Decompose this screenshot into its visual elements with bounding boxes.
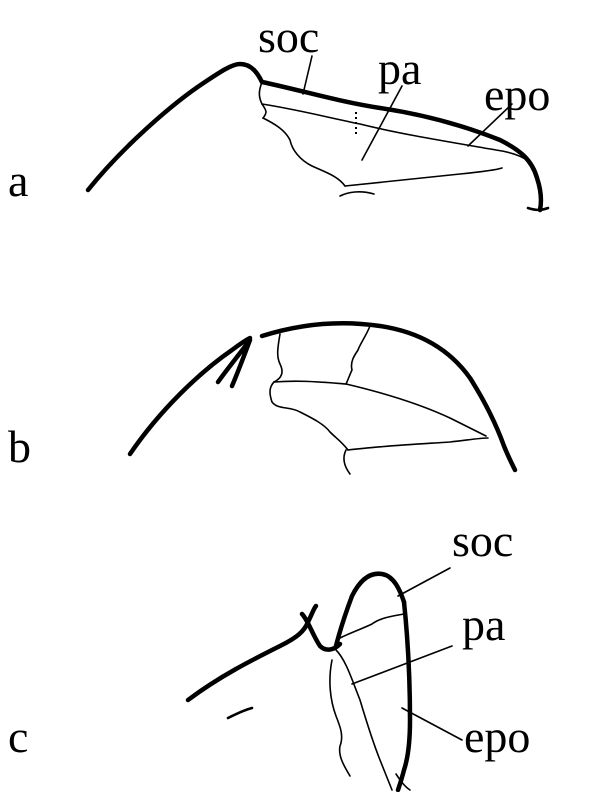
panel-c-skull-profile	[188, 606, 316, 700]
panel-c-label: c	[8, 711, 28, 762]
panel-b-label: b	[8, 421, 31, 472]
panel-c-lateral-line	[330, 660, 350, 776]
panel-b-skull-profile	[130, 338, 250, 454]
panel-c-epo-label: epo	[464, 711, 530, 762]
panel-c-pa-label: pa	[462, 599, 505, 650]
panel-b-lower-border	[270, 382, 348, 450]
panel-c-upper-suture	[340, 614, 404, 638]
panel-a-leader-pa	[362, 86, 402, 160]
panel-b: b	[8, 323, 515, 474]
panel-a-skull-profile	[88, 64, 262, 190]
panel-a-label: a	[8, 155, 28, 206]
panel-a-pa-label: pa	[378, 43, 421, 94]
panel-a-epo-label: epo	[484, 69, 550, 120]
panel-a-soc-left-border	[259, 82, 266, 118]
panel-b-ventral-line	[348, 438, 488, 450]
panel-c: c soc pa epo	[8, 515, 530, 790]
panel-c-dash	[228, 708, 252, 718]
panel-c-crest-back	[398, 602, 410, 790]
panel-a: a soc pa epo	[8, 11, 550, 210]
panel-a-hook	[528, 208, 548, 210]
panel-a-soc-label: soc	[258, 11, 319, 62]
panel-c-medial-line	[336, 650, 392, 790]
panel-b-upper-suture	[274, 381, 486, 436]
panel-a-stub	[340, 192, 374, 196]
panel-c-leader-soc	[398, 568, 450, 596]
panel-c-leader-pa	[352, 646, 452, 684]
panel-b-stub	[344, 450, 350, 474]
panel-c-soc-label: soc	[452, 515, 513, 566]
panel-a-lower-border	[263, 118, 345, 186]
panel-a-ventral-line	[345, 168, 502, 186]
panel-b-left-border	[274, 334, 282, 382]
panel-b-dorsal-margin	[262, 323, 515, 470]
panel-b-vertical-suture	[346, 326, 370, 384]
